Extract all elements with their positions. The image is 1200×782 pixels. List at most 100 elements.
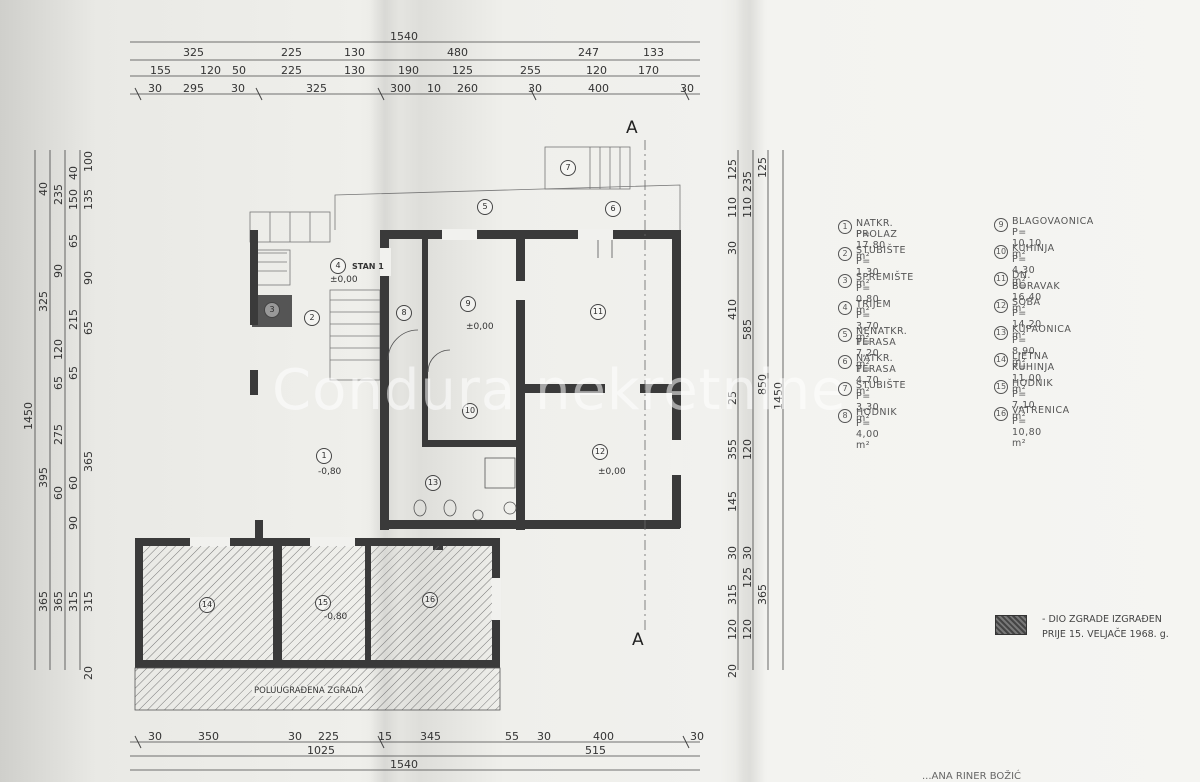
dim-bottom: 345 xyxy=(420,730,441,743)
dim-bottom-total: 1540 xyxy=(390,758,418,771)
dim-left: 40 xyxy=(67,166,80,180)
dim-bottom: 30 xyxy=(148,730,162,743)
dim-bottom: 30 xyxy=(690,730,704,743)
dim-left: 315 xyxy=(82,591,95,612)
level-mark: ±0,00 xyxy=(330,275,358,285)
dim-left: 365 xyxy=(82,451,95,472)
dim-bottom: 400 xyxy=(593,730,614,743)
semi-built-label: POLUUGRAĐENA ZGRADA xyxy=(252,686,366,696)
dim-right: 125 xyxy=(741,567,754,588)
dim-left: 90 xyxy=(52,264,65,278)
dim-left: 275 xyxy=(52,424,65,445)
paper-fold-right xyxy=(735,0,765,782)
dim-top: 30 xyxy=(528,82,542,95)
room-marker: 14 xyxy=(199,597,215,613)
dim-left: 60 xyxy=(52,486,65,500)
dim-right: 125 xyxy=(726,159,739,180)
dim-left: 20 xyxy=(82,666,95,680)
dim-left: 135 xyxy=(82,189,95,210)
room-marker: 13 xyxy=(425,475,441,491)
room-marker: 1 xyxy=(316,448,332,464)
section-mark-bottom: A xyxy=(632,630,644,650)
room-marker: 5 xyxy=(477,199,493,215)
dim-top: 125 xyxy=(452,64,473,77)
dim-left: 120 xyxy=(52,339,65,360)
level-mark: -0,80 xyxy=(318,467,342,477)
dim-left-total: 1450 xyxy=(22,402,35,430)
room-marker: 9 xyxy=(460,296,476,312)
dim-top: 325 xyxy=(306,82,327,95)
dim-top: 260 xyxy=(457,82,478,95)
dim-left: 65 xyxy=(82,321,95,335)
dim-top: 130 xyxy=(344,46,365,59)
dim-top: 225 xyxy=(281,64,302,77)
dim-top: 400 xyxy=(588,82,609,95)
dim-top: 130 xyxy=(344,64,365,77)
dim-right: 30 xyxy=(741,546,754,560)
dim-top: 120 xyxy=(586,64,607,77)
room-marker: 3 xyxy=(264,302,280,318)
dim-right: 20 xyxy=(726,664,739,678)
dim-left: 325 xyxy=(37,291,50,312)
room-marker: 4 xyxy=(330,258,346,274)
dim-bottom: 30 xyxy=(288,730,302,743)
dim-right: 585 xyxy=(741,319,754,340)
dim-top: 30 xyxy=(231,82,245,95)
room-marker: 6 xyxy=(605,201,621,217)
dim-top: 480 xyxy=(447,46,468,59)
section-mark-top: A xyxy=(626,118,638,138)
dim-right: 120 xyxy=(726,619,739,640)
dim-top: 300 xyxy=(390,82,411,95)
dim-top: 50 xyxy=(232,64,246,77)
dim-top: 10 xyxy=(427,82,441,95)
level-mark: ±0,00 xyxy=(598,467,626,477)
dim-right: 410 xyxy=(726,299,739,320)
watermark: Condura nekretnine xyxy=(272,358,847,423)
dim-right: 30 xyxy=(726,241,739,255)
dim-left: 315 xyxy=(67,591,80,612)
dim-top: 190 xyxy=(398,64,419,77)
dim-right: 235 xyxy=(741,171,754,192)
room-marker: 12 xyxy=(592,444,608,460)
dim-left: 100 xyxy=(82,151,95,172)
room-marker: 16 xyxy=(422,592,438,608)
dim-left: 395 xyxy=(37,467,50,488)
dim-left: 65 xyxy=(67,366,80,380)
dim-top-total: 1540 xyxy=(390,30,418,43)
room-marker: 2 xyxy=(304,310,320,326)
room-marker: 8 xyxy=(396,305,412,321)
dim-right: 355 xyxy=(726,439,739,460)
dim-right: 120 xyxy=(741,619,754,640)
dim-left: 90 xyxy=(82,271,95,285)
dim-right: 110 xyxy=(726,197,739,218)
hatch-legend-swatch xyxy=(995,615,1027,635)
dim-top: 225 xyxy=(281,46,302,59)
dim-top: 30 xyxy=(148,82,162,95)
dim-left: 365 xyxy=(37,591,50,612)
dim-bottom: 515 xyxy=(585,744,606,757)
dim-right: 120 xyxy=(741,439,754,460)
dim-left: 60 xyxy=(67,476,80,490)
dim-top: 247 xyxy=(578,46,599,59)
room-marker: 7 xyxy=(560,160,576,176)
dim-right: 125 xyxy=(756,157,769,178)
dim-top: 325 xyxy=(183,46,204,59)
dim-left: 215 xyxy=(67,309,80,330)
room-marker: 11 xyxy=(590,304,606,320)
dim-top: 155 xyxy=(150,64,171,77)
level-mark: -0,80 xyxy=(324,612,348,622)
unit-label: STAN 1 xyxy=(352,262,384,271)
dim-right: 365 xyxy=(756,584,769,605)
dim-top: 295 xyxy=(183,82,204,95)
author-stamp: ...ANA RINER BOŽIĆ xyxy=(922,771,1022,782)
dim-top: 120 xyxy=(200,64,221,77)
dim-bottom: 55 xyxy=(505,730,519,743)
dim-bottom: 15 xyxy=(378,730,392,743)
room-marker: 10 xyxy=(462,403,478,419)
dim-left: 150 xyxy=(67,189,80,210)
dim-right: 110 xyxy=(741,197,754,218)
dim-bottom: 30 xyxy=(537,730,551,743)
dim-top: 170 xyxy=(638,64,659,77)
dim-left: 65 xyxy=(67,234,80,248)
